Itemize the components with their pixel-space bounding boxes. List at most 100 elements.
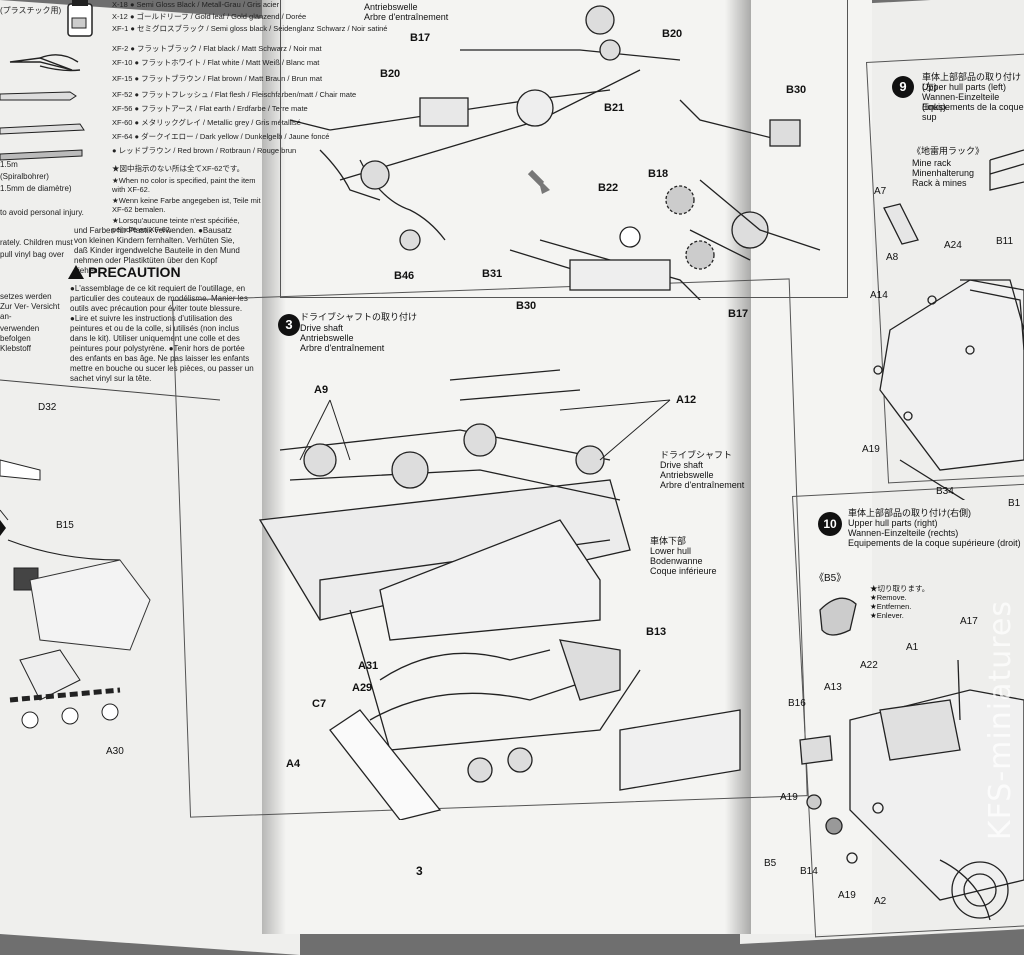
part-label-a8: A8 <box>886 252 899 263</box>
color-row: X-12 ● ゴールドリーフ / Gold leaf / Gold glänze… <box>112 12 307 21</box>
step3-drawing <box>258 369 741 820</box>
step3-number: 3 <box>278 314 300 336</box>
warn-left-1: to avoid personal injury. <box>0 208 84 217</box>
part-label-a19: A19 <box>780 792 798 803</box>
step10-drawing <box>799 597 1024 921</box>
color-row: XF-56 ● フラットアース / Flat earth / Erdfarbe … <box>112 104 308 113</box>
mine-rack-fr: Rack à mines <box>912 178 967 188</box>
note-fr: ★Lorsqu'aucune teinte n'est spécifiée, p… <box>112 216 240 234</box>
part-label-b20: B20 <box>380 68 401 80</box>
gutter-shadow-left <box>262 0 286 934</box>
part-label-a17: A17 <box>960 616 978 627</box>
step9-title-de: Wannen-Einzelteile (links) <box>922 92 1000 112</box>
drive-shaft-callout: ドライブシャフト Drive shaft Antriebswelle Arbre… <box>660 450 745 490</box>
note-en: ★When no color is specified, paint the i… <box>112 176 256 194</box>
gutter-shadow-right <box>725 0 751 934</box>
part-label-b30: B30 <box>786 84 807 96</box>
part-label-b5: B5 <box>764 858 777 869</box>
cut-note-en: ★Remove. <box>870 593 907 602</box>
step10-title-de: Wannen-Einzelteile (rechts) <box>848 528 959 538</box>
tool-illustrations <box>0 0 221 729</box>
mine-rack-jp: 《地雷用ラック》 <box>912 146 985 156</box>
color-row: XF-10 ● フラットホワイト / Flat white / Matt Wei… <box>112 58 320 67</box>
step3-title-fr: Arbre d'entraînement <box>300 343 385 353</box>
tool-label: (プラスチック用) <box>0 6 62 15</box>
color-row: X-18 ● Semi Gloss Black / Metall-Grau / … <box>112 0 280 9</box>
part-label-a22: A22 <box>860 660 878 671</box>
color-row: XF-1 ● セミグロスブラック / Semi gloss black / Se… <box>112 24 388 33</box>
part-label-b30: B30 <box>516 300 537 312</box>
step2-title-fr: Arbre d'entraînement <box>364 12 449 22</box>
step9-title-en: Upper hull parts (left) <box>922 82 1007 92</box>
part-label-a2: A2 <box>874 896 887 907</box>
mine-rack-de: Minenhalterung <box>912 168 975 178</box>
cut-note-fr: ★Enlever. <box>870 611 904 620</box>
part-label-a30: A30 <box>106 746 124 757</box>
precaution-title: PRECAUTION <box>88 264 181 280</box>
step9-title-fr: Equipements de la coque sup <box>922 102 1024 122</box>
warning-icon <box>68 265 84 279</box>
part-label-a29: A29 <box>352 682 373 694</box>
color-row: XF-60 ● メタリックグレイ / Metallic grey / Gris … <box>112 118 301 127</box>
drill-note-2: (Spiralbohrer) <box>0 172 49 181</box>
warn-left-2: rately. Children must <box>0 238 73 247</box>
color-row: XF-2 ● フラットブラック / Flat black / Matt Schw… <box>112 44 322 53</box>
part-label-a31: A31 <box>358 660 379 672</box>
step3-title-de: Antriebswelle <box>300 333 354 343</box>
part-label-b16: B16 <box>788 698 806 709</box>
part-label-a4: A4 <box>286 758 301 770</box>
part-label-a13: A13 <box>824 682 842 693</box>
part-label-b46: B46 <box>394 270 415 282</box>
color-row: XF-15 ● フラットブラウン / Flat brown / Matt Bra… <box>112 74 323 83</box>
part-label-c7: C7 <box>312 698 327 710</box>
step2-drawing <box>289 5 821 300</box>
drill-note-1: 1.5m <box>0 160 18 169</box>
warn-left-3: pull vinyl bag over <box>0 250 65 259</box>
color-row: ● レッドブラウン / Red brown / Rotbraun / Rouge… <box>112 146 297 155</box>
step10-title-fr: Equipements de la coque supérieure (droi… <box>848 538 1021 548</box>
step3-title-jp: ドライブシャフトの取り付け <box>300 312 418 322</box>
part-label-b21: B21 <box>604 102 625 114</box>
part-label-b31: B31 <box>482 268 503 280</box>
part-label-a14: A14 <box>870 290 888 301</box>
part-label-b17: B17 <box>410 32 431 44</box>
part-label-a12: A12 <box>676 394 697 406</box>
part-label-b34: B34 <box>936 486 954 497</box>
step2-panel <box>280 0 848 298</box>
part-label-b18: B18 <box>648 168 669 180</box>
part-label-d32: D32 <box>38 402 57 413</box>
part-label-b17: B17 <box>728 308 749 320</box>
part-label-b15: B15 <box>56 520 74 531</box>
middle-page <box>262 0 872 934</box>
precaution-text: ●L'assemblage de ce kit requiert de l'ou… <box>70 284 254 383</box>
part-label-a19: A19 <box>838 890 856 901</box>
part-label-b22: B22 <box>598 182 619 194</box>
cut-note-de: ★Entfernen. <box>870 602 912 611</box>
step10-number: 10 <box>818 512 842 536</box>
step9-number: 9 <box>892 76 914 98</box>
drill-note-3: 1.5mm de diamètre) <box>0 184 72 193</box>
step9-title-jp: 車体上部部品の取り付け(左) <box>922 72 1022 92</box>
side-text-de-2: verwenden befolgen Klebstoff <box>0 324 40 353</box>
part-label-b13: B13 <box>646 626 667 638</box>
part-label-a9: A9 <box>314 384 329 396</box>
part-label-b14: B14 <box>800 866 818 877</box>
note-de: ★Wenn keine Farbe angegeben ist, Teile m… <box>112 196 261 214</box>
cut-note-jp: ★切り取ります。 <box>870 584 930 593</box>
page-number: 3 <box>416 864 423 878</box>
step2-title-de: Antriebswelle <box>364 2 418 12</box>
side-text-de: setzes werden Zur Ver- Versicht an- <box>0 292 60 321</box>
part-label-a24: A24 <box>944 240 962 251</box>
part-label-b1: B1 <box>1008 498 1021 509</box>
step3-title-en: Drive shaft <box>300 323 344 333</box>
step10-title-jp: 車体上部部品の取り付け(右側) <box>848 508 971 518</box>
b5-label: 《B5》 <box>814 573 847 584</box>
part-label-a7: A7 <box>874 186 887 197</box>
lower-hull-callout: 車体下部 Lower hull Bodenwanne Coque inférie… <box>650 536 717 576</box>
color-row: XF-52 ● フラットフレッシュ / Flat flesh / Fleisch… <box>112 90 357 99</box>
part-label-a1: A1 <box>906 642 919 653</box>
part-label-b20: B20 <box>662 28 683 40</box>
part-label-a19: A19 <box>862 444 880 455</box>
step9-drawing <box>873 149 1024 500</box>
part-label-b11: B11 <box>996 236 1014 247</box>
